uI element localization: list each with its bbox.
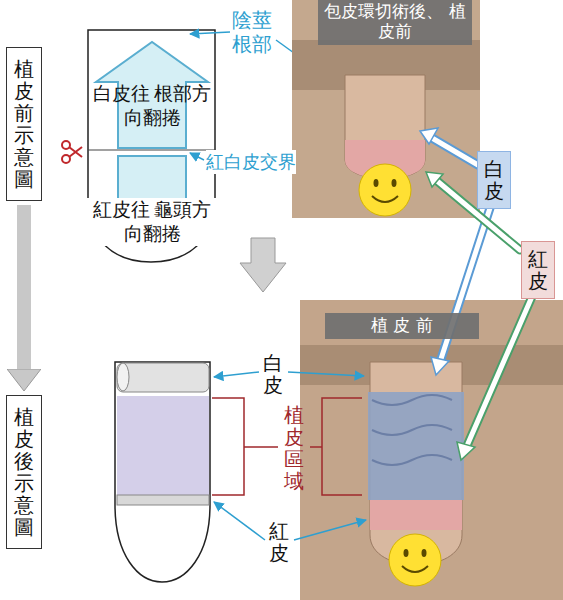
photo-graft-area bbox=[368, 392, 464, 500]
part-label: 紅白皮交界 bbox=[206, 150, 296, 174]
leader-line bbox=[190, 32, 230, 34]
leader-line bbox=[214, 372, 259, 377]
arrow-outline bbox=[432, 138, 478, 165]
photo-inner-skin bbox=[370, 500, 462, 530]
title-box: 植皮後示意圖 bbox=[6, 395, 42, 549]
smiley-face bbox=[389, 534, 441, 586]
smiley-mouth bbox=[402, 566, 428, 572]
node-text: 紅皮 bbox=[528, 248, 548, 292]
rolled-red-skin bbox=[117, 495, 209, 505]
photo-background bbox=[292, 0, 480, 218]
arrow-outline bbox=[440, 208, 490, 362]
photo-suture bbox=[372, 395, 452, 465]
photo-banner: 包皮環切術後、 植皮前 bbox=[318, 0, 472, 45]
leader-line bbox=[288, 372, 364, 376]
roll-end bbox=[117, 363, 129, 391]
instruction-text: 白皮往 根部方向翻捲 bbox=[87, 82, 217, 130]
node-text: 植 皮 前 bbox=[329, 316, 475, 336]
leader-line bbox=[214, 502, 265, 540]
smiley-face bbox=[359, 164, 411, 216]
rolled-white-skin bbox=[117, 363, 209, 392]
smiley-cover bbox=[359, 164, 411, 216]
smiley-eye bbox=[392, 179, 397, 187]
smiley-eye bbox=[404, 549, 409, 557]
graft-area bbox=[117, 396, 209, 495]
part-label: 白皮 bbox=[263, 352, 283, 396]
smiley-eye bbox=[422, 549, 427, 557]
arrow-head bbox=[426, 172, 443, 187]
leader-line bbox=[190, 153, 204, 160]
step-arrow bbox=[17, 205, 31, 369]
smiley-mouth bbox=[372, 196, 398, 202]
instruction-text: 紅皮往 龜頭方向翻捲 bbox=[87, 198, 217, 246]
node-text: 包皮環切術後、 植皮前 bbox=[322, 2, 468, 41]
bracket bbox=[310, 398, 362, 495]
arrow-head bbox=[431, 357, 449, 375]
step-arrow bbox=[240, 238, 286, 292]
part-label: 陰莖 根部 bbox=[232, 8, 276, 56]
penis-schematic-outline bbox=[115, 362, 210, 582]
photo-shaft bbox=[345, 75, 425, 179]
node-text: 植皮前示意圖 bbox=[14, 58, 34, 190]
boundary-line bbox=[88, 149, 215, 150]
title-box: 植皮前示意圖 bbox=[6, 47, 42, 201]
tag-box: 白皮 bbox=[477, 151, 511, 209]
arrow-head bbox=[457, 442, 475, 460]
graft-texture bbox=[117, 396, 209, 495]
tag-box: 紅皮 bbox=[521, 241, 555, 299]
scissors-blade bbox=[69, 147, 82, 157]
photo-banner: 植 皮 前 bbox=[325, 313, 479, 339]
part-label: 紅皮 bbox=[269, 520, 289, 564]
arrow-head bbox=[420, 128, 438, 144]
leader-line bbox=[294, 520, 366, 540]
node-text: 植皮後示意圖 bbox=[14, 406, 34, 538]
node-text: 白皮 bbox=[484, 158, 504, 202]
region-label: 植皮區域 bbox=[284, 404, 304, 492]
photo-background bbox=[300, 300, 563, 600]
scissors-icon bbox=[62, 141, 82, 163]
smiley-cover bbox=[389, 534, 441, 586]
arrow-fill bbox=[440, 208, 490, 362]
arrow-fill bbox=[432, 138, 478, 165]
bracket bbox=[212, 398, 278, 495]
hollow-arrow bbox=[420, 128, 534, 460]
scissors-blade bbox=[69, 147, 82, 157]
smiley-eye bbox=[374, 179, 379, 187]
